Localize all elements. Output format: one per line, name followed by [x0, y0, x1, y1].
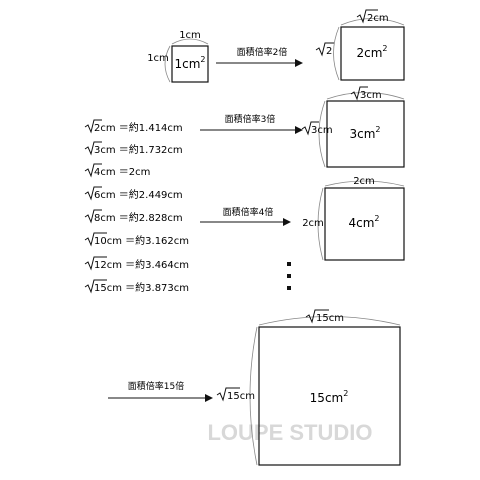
svg-text:15cm: 15cm — [316, 313, 344, 324]
svg-text:2cm: 2cm — [367, 13, 389, 24]
top-side-label-1: 1cm — [179, 30, 201, 41]
left-side-label-3: 3cm — [301, 121, 333, 136]
root-row: 6cm ＝約2.449cm — [84, 186, 183, 201]
arrow-4x-label: 面積倍率4倍 — [223, 206, 274, 218]
svg-text:10cm ＝約3.162cm: 10cm ＝約3.162cm — [94, 234, 189, 247]
svg-text:15cm: 15cm — [227, 391, 255, 402]
left-side-label-1: 1cm — [147, 53, 169, 64]
square-15: 15cm 15cm 15cm2 — [216, 309, 401, 466]
svg-text:3cm: 3cm — [360, 90, 382, 101]
svg-text:3cm ＝約1.732cm: 3cm ＝約1.732cm — [94, 143, 183, 156]
root-row: 2cm ＝約1.414cm — [84, 119, 183, 134]
square-3: 3cm 3cm 3cm2 — [301, 86, 405, 168]
root-row: 12cm ＝約3.464cm — [84, 256, 189, 271]
area-label-1: 1cm2 — [174, 55, 205, 71]
root-row: 10cm ＝約3.162cm — [84, 232, 189, 247]
area-label-15: 15cm2 — [310, 389, 349, 405]
continuation-dots — [287, 262, 291, 290]
top-side-label-3: 3cm — [350, 86, 382, 101]
left-brace-2 — [333, 26, 340, 81]
left-brace-3 — [318, 100, 326, 168]
left-side-label-15: 15cm — [216, 387, 255, 402]
svg-text:15cm ＝約3.873cm: 15cm ＝約3.873cm — [94, 281, 189, 294]
arrow-15x: 面積倍率15倍 — [108, 380, 213, 402]
root-value-table: 2cm ＝約1.414cm 3cm ＝約1.732cm 4cm ＝2cm 6cm… — [84, 119, 189, 294]
svg-text:6cm ＝約2.449cm: 6cm ＝約2.449cm — [94, 188, 183, 201]
left-brace-1 — [164, 45, 171, 83]
square-1: 1cm 1cm 1cm2 — [147, 30, 209, 83]
watermark: LOUPE STUDIO — [207, 420, 372, 445]
square-4: 2cm 2cm 4cm2 — [302, 176, 405, 261]
left-side-label-2: 2 — [315, 42, 334, 57]
root-row: 15cm ＝約3.873cm — [84, 279, 189, 294]
square-2: 2cm 2 2cm2 — [315, 9, 405, 81]
svg-text:12cm ＝約3.464cm: 12cm ＝約3.464cm — [94, 258, 189, 271]
svg-text:4cm ＝2cm: 4cm ＝2cm — [94, 167, 150, 178]
arrow-2x: 面積倍率2倍 — [216, 46, 303, 67]
top-brace-3 — [326, 92, 405, 100]
left-brace-4 — [317, 187, 324, 261]
svg-text:3cm: 3cm — [311, 125, 333, 136]
area-label-2: 2cm2 — [356, 44, 387, 60]
top-side-label-4: 2cm — [353, 176, 375, 187]
svg-text:2cm ＝約1.414cm: 2cm ＝約1.414cm — [94, 121, 183, 134]
root-row: 4cm ＝2cm — [84, 163, 150, 178]
area-label-3: 3cm2 — [349, 125, 380, 141]
left-side-label-4: 2cm — [302, 218, 324, 229]
top-brace-2 — [340, 18, 405, 26]
left-brace-15 — [249, 326, 258, 466]
root-row: 8cm ＝約2.828cm — [84, 209, 183, 224]
arrow-4x: 面積倍率4倍 — [200, 206, 291, 226]
top-side-label-15: 15cm — [305, 309, 344, 324]
svg-text:2: 2 — [326, 46, 332, 57]
arrow-2x-label: 面積倍率2倍 — [237, 46, 288, 58]
area-label-4: 4cm2 — [348, 214, 379, 230]
arrow-15x-label: 面積倍率15倍 — [128, 380, 184, 392]
svg-text:8cm ＝約2.828cm: 8cm ＝約2.828cm — [94, 211, 183, 224]
arrow-3x-label: 面積倍率3倍 — [225, 113, 276, 125]
top-brace-15 — [258, 316, 401, 326]
top-brace-1 — [171, 38, 209, 45]
top-side-label-2: 2cm — [356, 9, 389, 24]
top-brace-4 — [324, 180, 405, 187]
root-row: 3cm ＝約1.732cm — [84, 141, 183, 156]
arrow-3x: 面積倍率3倍 — [200, 113, 303, 134]
